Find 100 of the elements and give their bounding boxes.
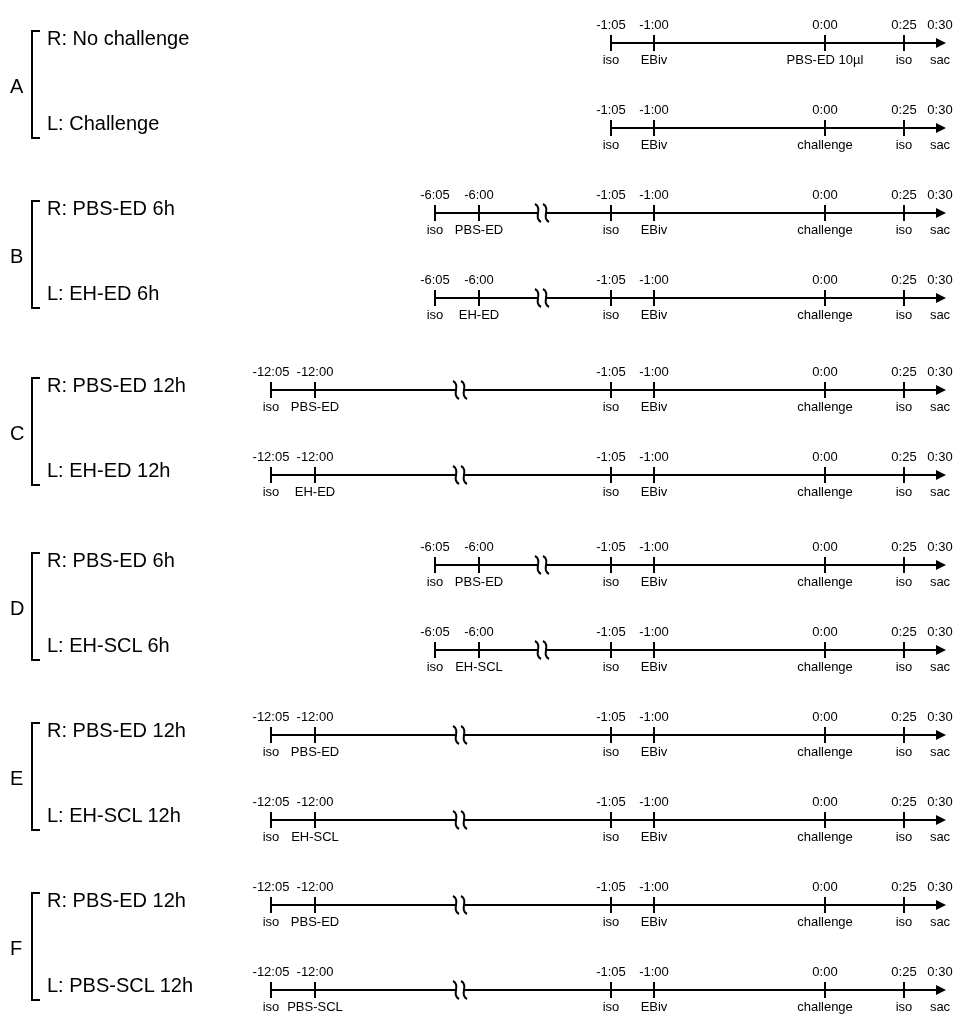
- time-label: -6:05: [420, 625, 450, 639]
- time-label: -6:05: [420, 273, 450, 287]
- event-label: iso: [602, 308, 620, 322]
- time-label: -1:00: [639, 18, 669, 32]
- time-label: 0:30: [927, 795, 953, 809]
- event-label: EBiv: [640, 830, 668, 844]
- event-label: iso: [895, 308, 913, 322]
- time-label: -1:05: [596, 710, 626, 724]
- event-label: challenge: [797, 1000, 853, 1014]
- row-label: L: EH-ED 6h: [47, 282, 160, 304]
- group-letter: D: [10, 596, 25, 619]
- time-label: -12:00: [296, 710, 334, 724]
- time-label: -1:05: [596, 625, 626, 639]
- time-label: 0:30: [927, 188, 953, 202]
- event-label: sac: [929, 53, 951, 67]
- time-label: 0:25: [891, 188, 917, 202]
- event-label: iso: [895, 400, 913, 414]
- event-label: challenge: [797, 575, 853, 589]
- event-label: iso: [895, 575, 913, 589]
- event-label: iso: [262, 915, 280, 929]
- event-label: PBS-SCL: [287, 1000, 343, 1014]
- row-label: L: EH-ED 12h: [47, 459, 171, 481]
- event-label: iso: [602, 53, 620, 67]
- event-label: EBiv: [640, 138, 668, 152]
- event-label: EH-ED: [458, 308, 500, 322]
- event-label: iso: [602, 138, 620, 152]
- time-label: 0:30: [927, 625, 953, 639]
- event-label: EBiv: [640, 308, 668, 322]
- time-label: 0:00: [812, 710, 838, 724]
- time-label: 0:25: [891, 365, 917, 379]
- time-label: 0:30: [927, 710, 953, 724]
- time-label: -1:00: [639, 880, 669, 894]
- event-label: iso: [602, 485, 620, 499]
- time-label: 0:25: [891, 103, 917, 117]
- time-label: -1:00: [639, 795, 669, 809]
- event-label: iso: [426, 223, 444, 237]
- row-label: L: Challenge: [47, 112, 160, 134]
- row-label: R: PBS-ED 6h: [47, 197, 175, 219]
- event-label: PBS-ED: [290, 745, 340, 759]
- group-letter: A: [10, 74, 24, 97]
- event-label: iso: [895, 660, 913, 674]
- time-label: -6:05: [420, 188, 450, 202]
- time-label: 0:00: [812, 540, 838, 554]
- event-label: iso: [895, 223, 913, 237]
- event-label: PBS-ED: [290, 400, 340, 414]
- event-label: iso: [602, 223, 620, 237]
- event-label: challenge: [797, 830, 853, 844]
- event-label: iso: [602, 745, 620, 759]
- time-label: -1:05: [596, 18, 626, 32]
- event-label: EBiv: [640, 1000, 668, 1014]
- time-label: 0:25: [891, 273, 917, 287]
- event-label: sac: [929, 138, 951, 152]
- event-label: challenge: [797, 745, 853, 759]
- event-label: challenge: [797, 400, 853, 414]
- event-label: iso: [895, 830, 913, 844]
- time-label: 0:25: [891, 540, 917, 554]
- event-label: iso: [895, 53, 913, 67]
- event-label: PBS-ED 10µl: [786, 53, 864, 67]
- event-label: iso: [262, 745, 280, 759]
- event-label: PBS-ED: [454, 223, 504, 237]
- event-label: EH-ED: [294, 485, 336, 499]
- event-label: EH-SCL: [455, 660, 503, 674]
- event-label: iso: [602, 830, 620, 844]
- time-label: 0:25: [891, 710, 917, 724]
- event-label: sac: [929, 223, 951, 237]
- event-label: challenge: [797, 308, 853, 322]
- time-label: 0:25: [891, 795, 917, 809]
- event-label: iso: [262, 485, 280, 499]
- event-label: sac: [929, 400, 951, 414]
- time-label: 0:00: [812, 103, 838, 117]
- event-label: challenge: [797, 223, 853, 237]
- event-label: sac: [929, 1000, 951, 1014]
- event-label: EBiv: [640, 223, 668, 237]
- time-label: 0:25: [891, 625, 917, 639]
- row-label: R: PBS-ED 6h: [47, 549, 175, 571]
- event-label: iso: [262, 400, 280, 414]
- event-label: iso: [426, 660, 444, 674]
- time-label: 0:00: [812, 880, 838, 894]
- event-label: challenge: [797, 660, 853, 674]
- group-letter: B: [10, 244, 24, 267]
- time-label: -1:05: [596, 450, 626, 464]
- time-label: -1:05: [596, 965, 626, 979]
- event-label: EBiv: [640, 915, 668, 929]
- event-label: iso: [602, 915, 620, 929]
- row-label: L: PBS-SCL 12h: [47, 974, 193, 996]
- event-label: iso: [602, 575, 620, 589]
- event-label: EBiv: [640, 485, 668, 499]
- time-label: -12:05: [252, 710, 290, 724]
- event-label: iso: [895, 915, 913, 929]
- event-label: EBiv: [640, 53, 668, 67]
- event-label: sac: [929, 745, 951, 759]
- event-label: EBiv: [640, 745, 668, 759]
- time-label: 0:25: [891, 880, 917, 894]
- time-label: 0:30: [927, 880, 953, 894]
- event-label: EH-SCL: [291, 830, 339, 844]
- time-label: 0:00: [812, 18, 838, 32]
- event-label: EBiv: [640, 575, 668, 589]
- time-label: 0:30: [927, 965, 953, 979]
- event-label: iso: [602, 1000, 620, 1014]
- time-label: -1:00: [639, 450, 669, 464]
